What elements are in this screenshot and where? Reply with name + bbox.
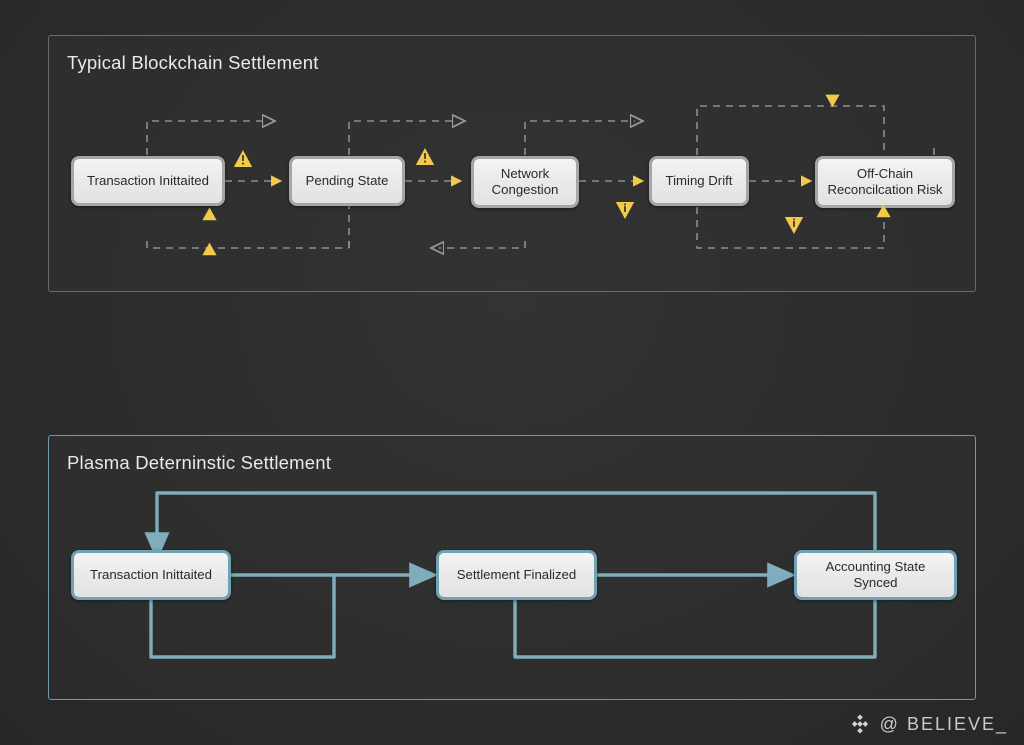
node-pending-state[interactable]: Pending State bbox=[289, 156, 405, 206]
warning-triangle-icon bbox=[415, 147, 435, 166]
watermark: @ BELIEVE_ bbox=[849, 713, 1008, 735]
node-transaction-initiated[interactable]: Transaction Inittaited bbox=[71, 156, 225, 206]
node-label: Transaction Inittaited bbox=[87, 172, 209, 188]
node-label-line1: Network bbox=[500, 165, 550, 181]
node-label: Pending State bbox=[305, 172, 389, 188]
panel-typical-blockchain-settlement: Typical Blockchain Settlement bbox=[48, 35, 976, 292]
warning-triangle-down-icon bbox=[824, 93, 841, 108]
node-label: Transaction Inittaited bbox=[90, 566, 212, 582]
warning-triangle-icon bbox=[201, 206, 218, 221]
node-label: Settlement Finalized bbox=[456, 566, 577, 582]
node-transaction-initiated[interactable]: Transaction Inittaited bbox=[71, 550, 231, 600]
node-label-line2: Reconcilcation Risk bbox=[827, 182, 943, 197]
binance-diamond-logo-icon bbox=[849, 713, 871, 735]
node-label: Timing Drift bbox=[665, 172, 733, 188]
node-accounting-state-synced[interactable]: Accounting State Synced bbox=[794, 550, 957, 600]
panel-plasma-deterministic-settlement: Plasma Deterninstic Settlement bbox=[48, 435, 976, 700]
watermark-handle: @ BELIEVE_ bbox=[879, 713, 1008, 734]
node-offchain-reconciliation-risk[interactable]: Off-Chain Reconcilcation Risk bbox=[815, 156, 955, 208]
warning-triangle-down-icon bbox=[615, 201, 635, 220]
panel-title-typical: Typical Blockchain Settlement bbox=[67, 52, 319, 73]
node-timing-drift[interactable]: Timing Drift bbox=[649, 156, 749, 206]
warning-triangle-icon bbox=[875, 203, 892, 218]
node-label-line2: Congestion bbox=[491, 182, 559, 197]
warning-triangle-icon bbox=[233, 149, 253, 168]
warning-triangle-icon bbox=[201, 241, 218, 256]
node-settlement-finalized[interactable]: Settlement Finalized bbox=[436, 550, 597, 600]
node-label-line1: Off-Chain bbox=[856, 165, 914, 181]
node-network-congestion[interactable]: Network Congestion bbox=[471, 156, 579, 208]
panel-title-plasma: Plasma Deterninstic Settlement bbox=[67, 452, 332, 473]
warning-triangle-down-icon bbox=[784, 216, 804, 235]
node-label: Accounting State Synced bbox=[825, 558, 926, 591]
